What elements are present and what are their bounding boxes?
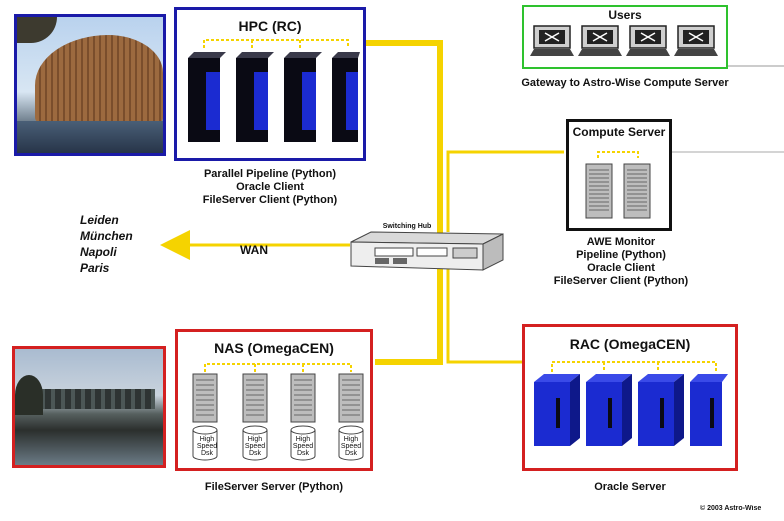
rac-servers [534,361,728,446]
hpc-caption: Parallel Pipeline (Python) Oracle Client… [174,168,366,207]
nas-title: NAS (OmegaCEN) [214,340,334,356]
nas-disk-label-3: High Speed Dsk [291,436,315,457]
copyright-text: © 2003 Astro-Wise [700,505,762,512]
hpc-server-4-icon [332,52,360,142]
nas-disk-4-line-1: High [343,436,359,443]
compute-caption: AWE Monitor Pipeline (Python) Oracle Cli… [526,236,716,288]
hpc-server-2-icon [236,52,274,142]
compute-title: Compute Server [572,125,666,139]
hpc-caption-line-3: FileServer Client (Python) [202,194,338,206]
hpc-server-1-icon [188,52,226,142]
hpc-title: HPC (RC) [238,18,302,34]
nas-disk-label-2: High Speed Dsk [243,436,267,457]
users-title: Users [608,8,642,22]
user-terminal-3-icon [626,25,670,56]
users-caption: Gateway to Astro-Wise Compute Server [521,77,729,89]
nas-servers [192,363,364,461]
compute-caption-line-3: Oracle Client [587,262,655,274]
user-terminal-1-icon [530,25,574,56]
users-terminals [530,25,718,56]
nas-caption: FileServer Server (Python) [204,481,344,493]
nas-server-3-icon [290,373,316,461]
nas-disk-1-line-2: Speed [196,443,218,450]
rac-server-1-icon [534,374,580,446]
wan-city-munchen: München [80,229,133,243]
nas-disk-1-line-3: Dsk [200,450,214,457]
nas-disk-3-line-2: Speed [292,443,314,450]
switching-hub-icon [350,231,504,271]
hub-label: Switching Hub [382,223,432,230]
nas-uplink [375,236,443,365]
rac-title: RAC (OmegaCEN) [569,336,691,352]
nas-disk-3-line-3: Dsk [296,450,310,457]
nas-server-2-icon [242,373,268,461]
compute-servers [585,151,651,219]
compute-caption-line-1: AWE Monitor [586,236,656,248]
user-terminal-2-icon [578,25,622,56]
wan-city-leiden: Leiden [80,213,119,227]
wan-cities: Leiden München Napoli Paris [80,212,133,276]
wan-label: WAN [240,243,268,257]
building-photo [14,14,166,156]
rac-server-3-icon [638,374,684,446]
hpc-server-3-icon [284,52,322,142]
compute-caption-line-4: FileServer Client (Python) [553,275,689,287]
nas-disk-1-line-1: High [199,436,215,443]
hpc-servers [188,39,360,142]
nas-disk-4-line-3: Dsk [344,450,358,457]
nas-disk-label-4: High Speed Dsk [339,436,363,457]
rac-server-4-icon [690,374,728,446]
nas-disk-2-line-3: Dsk [248,450,262,457]
user-terminal-4-icon [674,25,718,56]
wan-city-paris: Paris [80,261,110,275]
rac-link [446,252,522,364]
nas-disk-2-line-1: High [247,436,263,443]
hpc-caption-line-2: Oracle Client [236,181,304,193]
rac-caption: Oracle Server [594,481,666,493]
wan-city-napoli: Napoli [80,245,117,259]
omegacen-photo [12,346,166,468]
nas-server-4-icon [338,373,364,461]
compute-link [446,150,564,232]
hpc-uplink [365,40,443,236]
compute-server-1-icon [585,163,613,219]
nas-disk-4-line-2: Speed [340,443,362,450]
nas-disk-label-1: High Speed Dsk [195,436,219,457]
nas-disk-2-line-2: Speed [244,443,266,450]
nas-disk-3-line-1: High [295,436,311,443]
rac-server-2-icon [586,374,632,446]
nas-server-1-icon [192,373,218,461]
hpc-caption-line-1: Parallel Pipeline (Python) [203,168,337,180]
compute-caption-line-2: Pipeline (Python) [576,249,666,261]
compute-box [566,119,672,231]
compute-server-2-icon [623,163,651,219]
